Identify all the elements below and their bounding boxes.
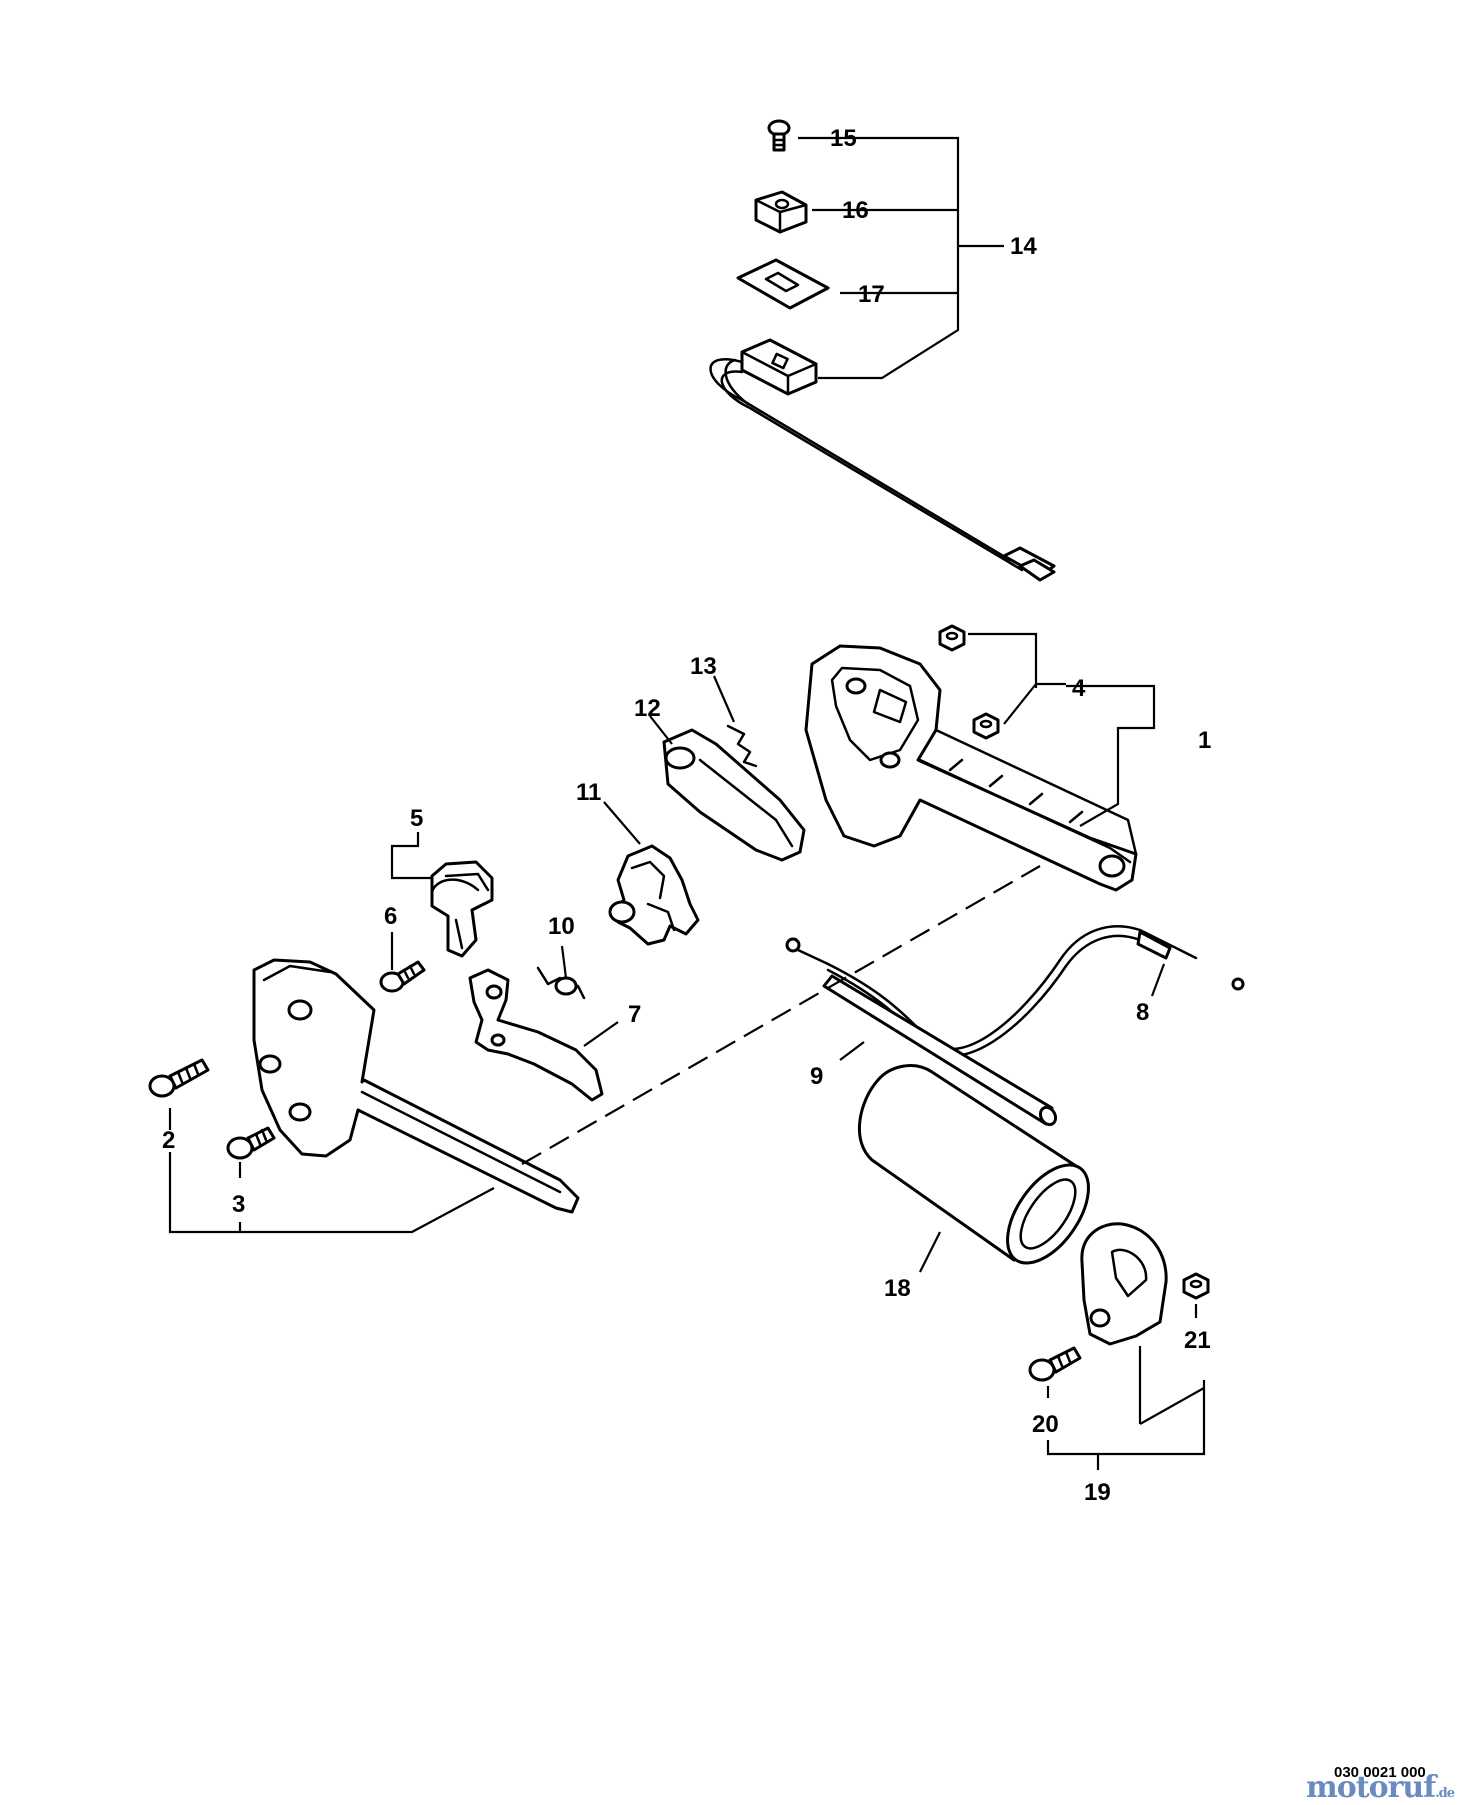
part-17-gasket[interactable] bbox=[736, 258, 830, 310]
callout-18: 18 bbox=[884, 1275, 911, 1302]
part-13-spring[interactable] bbox=[726, 724, 758, 768]
callout-21: 21 bbox=[1184, 1327, 1211, 1354]
part-9-tube[interactable] bbox=[822, 974, 1059, 1127]
callout-7: 7 bbox=[628, 1001, 641, 1028]
watermark-logo: motoruf.de bbox=[1306, 1770, 1455, 1805]
part-20-screw[interactable] bbox=[1028, 1346, 1082, 1382]
part-18-grip[interactable] bbox=[857, 1064, 1104, 1278]
part-12-lockout-lever[interactable] bbox=[662, 728, 806, 862]
callout-2: 2 bbox=[162, 1127, 175, 1154]
callout-5: 5 bbox=[410, 805, 423, 832]
assembly-centerline bbox=[521, 865, 1041, 1165]
watermark-tld: .de bbox=[1435, 1786, 1455, 1801]
part-1-handle-right-half[interactable] bbox=[804, 644, 1138, 892]
part-16-nut-block[interactable] bbox=[754, 190, 808, 234]
document-code: 030 0021 000 bbox=[1334, 1764, 1426, 1781]
callout-8: 8 bbox=[1136, 999, 1149, 1026]
part-6-screw[interactable] bbox=[379, 960, 426, 993]
callout-13: 13 bbox=[690, 653, 717, 680]
callout-19: 19 bbox=[1084, 1479, 1111, 1506]
part-1-handle-left-half[interactable] bbox=[252, 958, 580, 1214]
callout-4: 4 bbox=[1072, 675, 1086, 702]
callout-14: 14 bbox=[1010, 233, 1037, 260]
callout-1: 1 bbox=[1198, 727, 1211, 754]
callout-20: 20 bbox=[1032, 1411, 1059, 1438]
part-21-nut[interactable] bbox=[1182, 1272, 1210, 1300]
part-15-screw[interactable] bbox=[767, 119, 791, 152]
part-19-end-clamp[interactable] bbox=[1080, 1222, 1168, 1346]
callout-17: 17 bbox=[858, 281, 885, 308]
part-7-throttle-trigger[interactable] bbox=[468, 968, 604, 1102]
callout-labels: 1 2 3 4 5 6 7 8 9 10 11 12 13 14 15 16 1… bbox=[162, 125, 1211, 1506]
callout-6: 6 bbox=[384, 903, 397, 930]
callout-15: 15 bbox=[830, 125, 857, 152]
part-2-screw[interactable] bbox=[148, 1058, 210, 1098]
callout-9: 9 bbox=[810, 1063, 823, 1090]
callout-12: 12 bbox=[634, 695, 661, 722]
callout-16: 16 bbox=[842, 197, 869, 224]
callout-10: 10 bbox=[548, 913, 575, 940]
callout-3: 3 bbox=[232, 1191, 245, 1218]
part-10-spring[interactable] bbox=[536, 966, 586, 1000]
part-5-clamp[interactable] bbox=[430, 860, 494, 958]
part-4-nut-lower[interactable] bbox=[972, 712, 1000, 740]
part-11-latch[interactable] bbox=[608, 844, 700, 946]
part-14-stop-switch-with-wires[interactable] bbox=[709, 338, 1056, 582]
part-4-nut-upper[interactable] bbox=[938, 624, 966, 652]
leader-lines bbox=[168, 136, 1206, 1470]
watermark-name: motoruf bbox=[1306, 1770, 1436, 1805]
callout-11: 11 bbox=[576, 779, 601, 806]
part-3-screw[interactable] bbox=[226, 1126, 276, 1160]
